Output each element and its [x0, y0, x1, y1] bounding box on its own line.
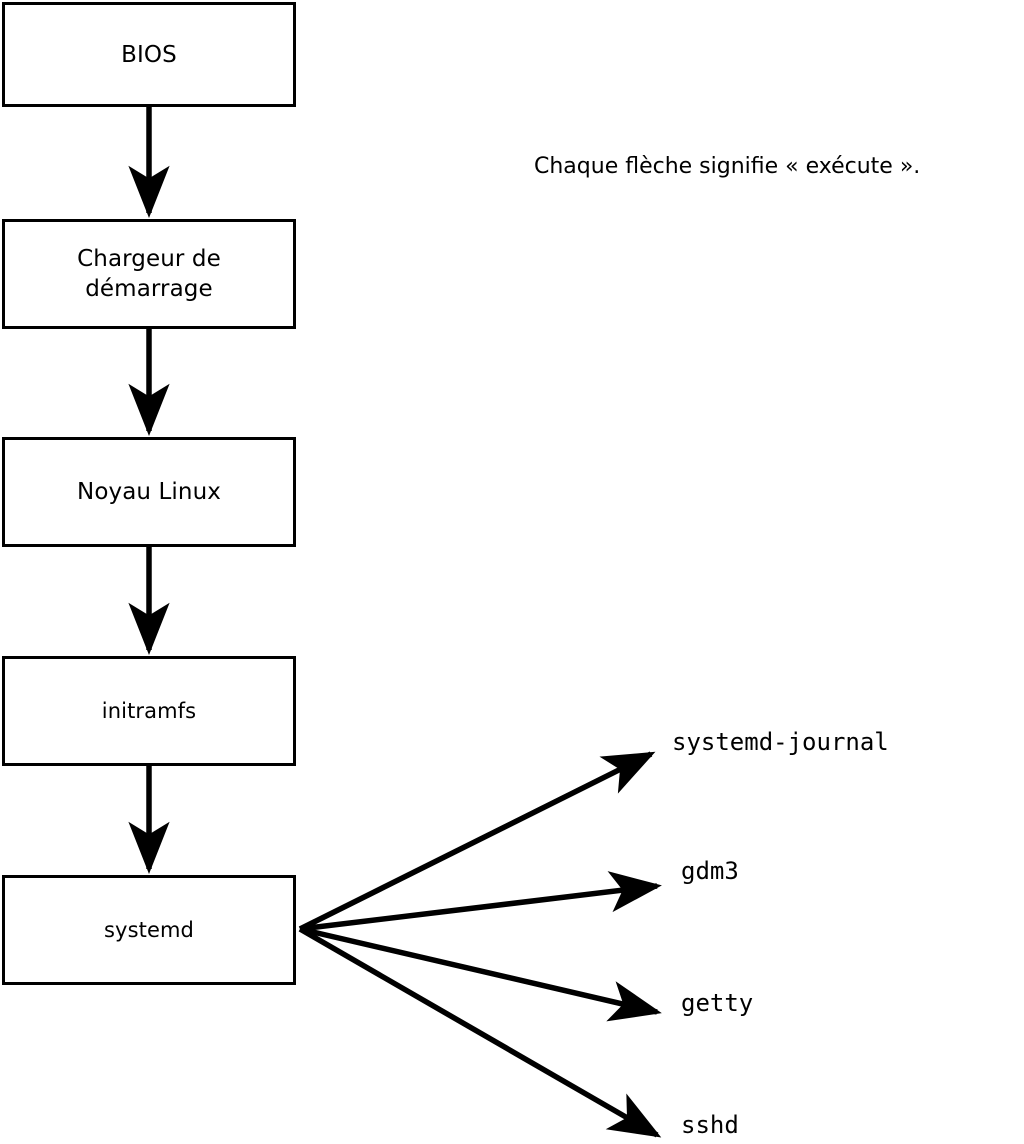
node-initramfs[interactable]: initramfs: [2, 656, 296, 766]
node-initramfs-label: initramfs: [101, 699, 197, 723]
arrow-systemd-to-gdm3: [299, 871, 662, 932]
node-systemd[interactable]: systemd: [2, 875, 296, 985]
node-bootloader[interactable]: Chargeur de démarrage: [2, 219, 296, 329]
arrow-systemd-to-systemd-journal: [298, 751, 656, 932]
node-bootloader-label: Chargeur de démarrage: [77, 246, 221, 302]
service-label-getty[interactable]: getty: [681, 989, 754, 1017]
diagram-caption: Chaque flèche signifie « exécute ».: [534, 154, 921, 179]
service-label-gdm3[interactable]: gdm3: [681, 857, 739, 885]
node-bios[interactable]: BIOS: [2, 2, 296, 107]
arrow-systemd-to-getty: [299, 926, 662, 1022]
arrow-systemd-to-sshd: [298, 926, 662, 1138]
node-kernel-label: Noyau Linux: [77, 479, 221, 505]
service-label-systemd-journal[interactable]: systemd-journal: [672, 728, 889, 756]
node-kernel[interactable]: Noyau Linux: [2, 437, 296, 547]
node-bios-label: BIOS: [121, 41, 177, 68]
service-label-sshd[interactable]: sshd: [681, 1111, 739, 1139]
node-systemd-label: systemd: [104, 918, 194, 942]
